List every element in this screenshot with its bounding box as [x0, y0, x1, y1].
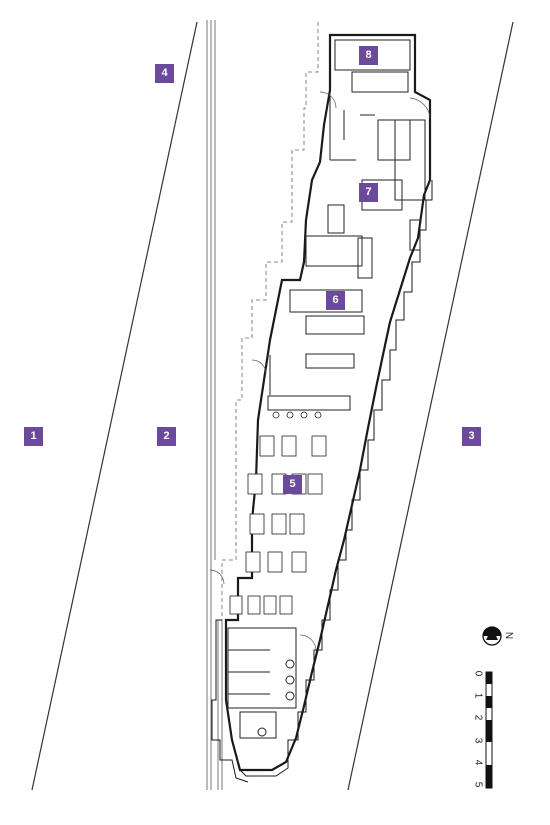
- zone-tag-8: 8: [359, 46, 378, 65]
- zone-tag-7: 7: [359, 183, 378, 202]
- street-edge-right: [347, 21, 514, 791]
- building-outline: [224, 33, 432, 772]
- zone-tag-1: 1: [24, 427, 43, 446]
- north-label: N: [503, 631, 515, 640]
- zone-tag-2: 2: [157, 427, 176, 446]
- counter-area: [267, 289, 365, 411]
- zone-tag-5: 5: [283, 475, 302, 494]
- scale-tick-3: 3: [472, 737, 484, 744]
- scale-tick-4: 4: [472, 759, 484, 766]
- stepped-contour-left: [211, 619, 249, 783]
- street-edge-left: [31, 21, 198, 791]
- scale-tick-0: 0: [472, 670, 484, 677]
- zone-tag-3: 3: [462, 427, 481, 446]
- scale-tick-2: 2: [472, 714, 484, 721]
- bar-stools: [272, 411, 322, 419]
- kitchen-partitions: [305, 39, 426, 279]
- dining-tables: [229, 435, 327, 615]
- scale-bar-icon: [485, 671, 493, 789]
- zone-tag-6: 6: [326, 291, 345, 310]
- north-arrow-icon: [482, 626, 502, 646]
- scale-tick-5: 5: [472, 781, 484, 788]
- zone-tag-4: 4: [155, 64, 174, 83]
- dashed-outline: [221, 22, 319, 620]
- door-swings: [209, 91, 431, 652]
- wc-block: [227, 627, 297, 739]
- scale-tick-1: 1: [472, 692, 484, 699]
- stepped-contour-right: [239, 180, 433, 777]
- pavement-lines: [206, 20, 223, 790]
